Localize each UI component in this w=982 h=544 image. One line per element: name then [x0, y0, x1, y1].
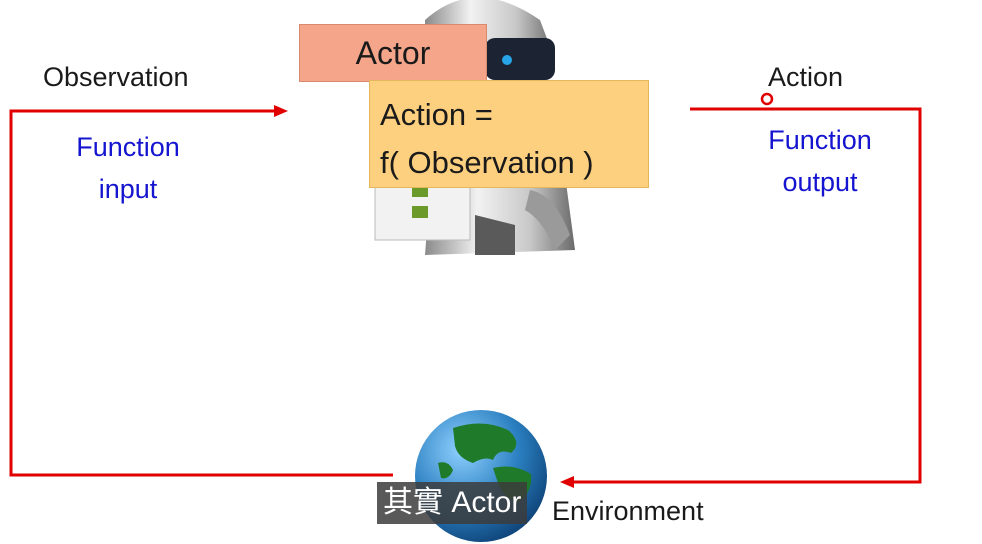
actor-to-environment-arrow — [572, 107, 922, 484]
cursor-pointer-dot — [760, 92, 774, 106]
observation-label: Observation — [43, 62, 189, 92]
environment-to-actor-arrow — [9, 109, 393, 477]
formula-line-2: f( Observation ) — [380, 145, 594, 180]
function-output-line1: Function — [768, 125, 872, 155]
function-input-line1: Function — [76, 132, 180, 162]
action-label: Action — [768, 62, 844, 92]
environment-label: Environment — [552, 496, 704, 526]
subtitle-caption: 其實 Actor — [377, 482, 528, 524]
actor-formula-box: Action = f( Observation ) — [369, 80, 649, 188]
function-input-line2: input — [98, 174, 158, 204]
action-arrowhead — [560, 476, 574, 488]
formula-line-1: Action = — [380, 97, 493, 132]
actor-title-box: Actor — [299, 24, 487, 82]
function-input-label: Function input — [60, 126, 196, 210]
function-output-label: Function output — [752, 119, 888, 203]
function-output-line2: output — [782, 167, 858, 197]
observation-arrowhead — [274, 105, 288, 117]
